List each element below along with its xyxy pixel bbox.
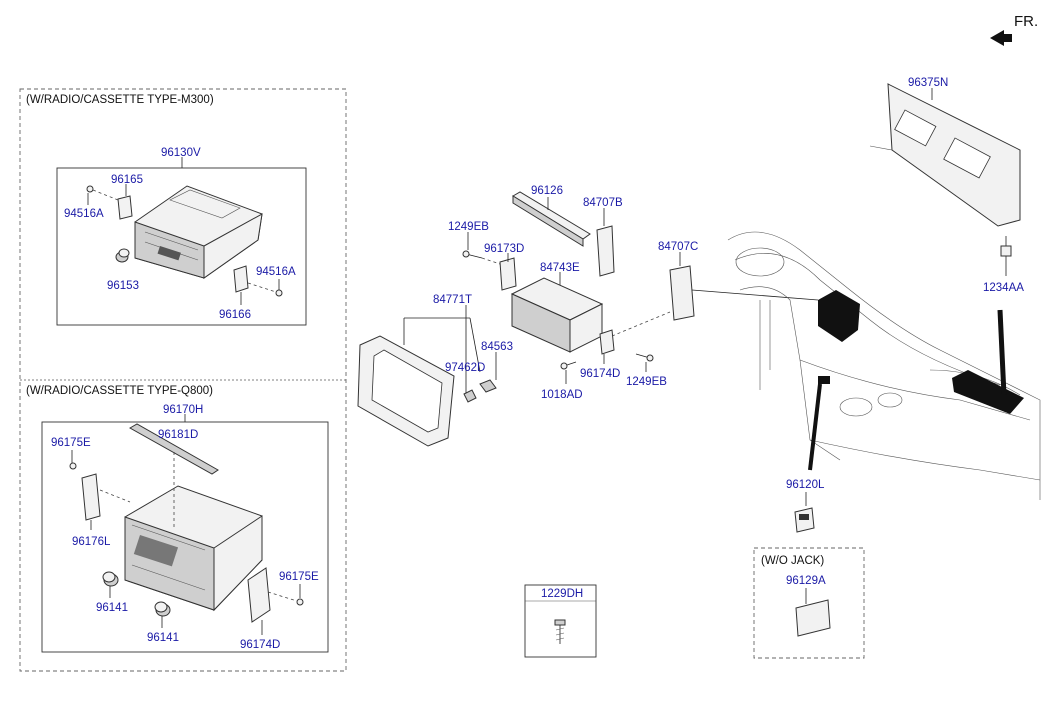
knob-96153 <box>115 248 130 263</box>
m300-head-unit-drawing <box>134 185 263 279</box>
part-84743E[interactable]: 84743E <box>540 262 580 274</box>
jack-96120L <box>794 507 815 533</box>
bracket-96176L <box>81 473 101 521</box>
q800-caption: (W/RADIO/CASSETTE TYPE-Q800) <box>26 385 213 397</box>
part-96176L[interactable]: 96176L <box>72 536 111 548</box>
m300-unit-box <box>56 167 307 326</box>
part-96175E-left[interactable]: 96175E <box>51 437 91 449</box>
part-84771T[interactable]: 84771T <box>433 294 472 306</box>
bracket-84707B <box>596 225 615 277</box>
part-96120L[interactable]: 96120L <box>786 479 825 491</box>
knob-96141-left <box>102 571 119 587</box>
clip-84563 <box>479 379 497 393</box>
strip-96181D <box>128 423 219 475</box>
cover-96129A <box>795 599 831 637</box>
bracket-96375N <box>869 83 1021 227</box>
q800-head-unit-drawing <box>124 485 263 612</box>
part-96153[interactable]: 96153 <box>107 280 139 292</box>
bolt-1234AA <box>1000 236 1012 262</box>
bracket-96174D-center <box>599 329 615 355</box>
bezel-84771T <box>357 335 455 447</box>
fr-label: FR. <box>1014 13 1038 30</box>
part-96166[interactable]: 96166 <box>219 309 251 321</box>
part-1234AA[interactable]: 1234AA <box>983 282 1024 294</box>
part-96173D[interactable]: 96173D <box>484 243 524 255</box>
part-84563[interactable]: 84563 <box>481 341 513 353</box>
m300-caption: (W/RADIO/CASSETTE TYPE-M300) <box>26 94 214 106</box>
part-96174D-q800[interactable]: 96174D <box>240 639 280 651</box>
lid-96126 <box>512 191 591 240</box>
fastener-box-1229DH <box>524 584 597 658</box>
bracket-96165 <box>117 195 133 220</box>
part-96129A[interactable]: 96129A <box>786 575 826 587</box>
dashboard-illustration <box>727 231 1041 500</box>
bracket-96166 <box>233 265 249 293</box>
pocket-84743E <box>510 277 604 353</box>
part-96165[interactable]: 96165 <box>111 174 143 186</box>
part-96181D[interactable]: 96181D <box>158 429 198 441</box>
bracket-96173D <box>499 257 517 291</box>
part-96130V[interactable]: 96130V <box>161 147 201 159</box>
part-96170H[interactable]: 96170H <box>163 404 203 416</box>
bracket-84707C <box>669 265 695 321</box>
part-1018AD[interactable]: 1018AD <box>541 389 583 401</box>
part-96175E-right[interactable]: 96175E <box>279 571 319 583</box>
wo-jack-caption: (W/O JACK) <box>761 555 824 567</box>
screw-1229DH-icon <box>554 619 566 644</box>
bolt-1249EB-right <box>635 353 654 362</box>
clip-97462D <box>463 389 477 403</box>
part-96141-left[interactable]: 96141 <box>96 602 128 614</box>
front-direction-arrow-icon <box>990 30 1012 46</box>
part-1249EB-left[interactable]: 1249EB <box>448 221 489 233</box>
part-96141-right[interactable]: 96141 <box>147 632 179 644</box>
part-84707C[interactable]: 84707C <box>658 241 698 253</box>
wo-jack-box <box>753 547 865 659</box>
part-94516A-right[interactable]: 94516A <box>256 266 296 278</box>
part-96375N[interactable]: 96375N <box>908 77 948 89</box>
knob-96141-right <box>154 601 171 617</box>
bolt-1249EB-left <box>462 250 483 259</box>
part-94516A-left[interactable]: 94516A <box>64 208 104 220</box>
part-84707B[interactable]: 84707B <box>583 197 623 209</box>
part-1249EB-right[interactable]: 1249EB <box>626 376 667 388</box>
part-1229DH[interactable]: 1229DH <box>541 588 583 600</box>
screw-1018AD <box>560 361 577 370</box>
part-97462D[interactable]: 97462D <box>445 362 485 374</box>
part-96126[interactable]: 96126 <box>531 185 563 197</box>
part-96174D-center[interactable]: 96174D <box>580 368 620 380</box>
bracket-96174D-q800 <box>247 567 271 623</box>
